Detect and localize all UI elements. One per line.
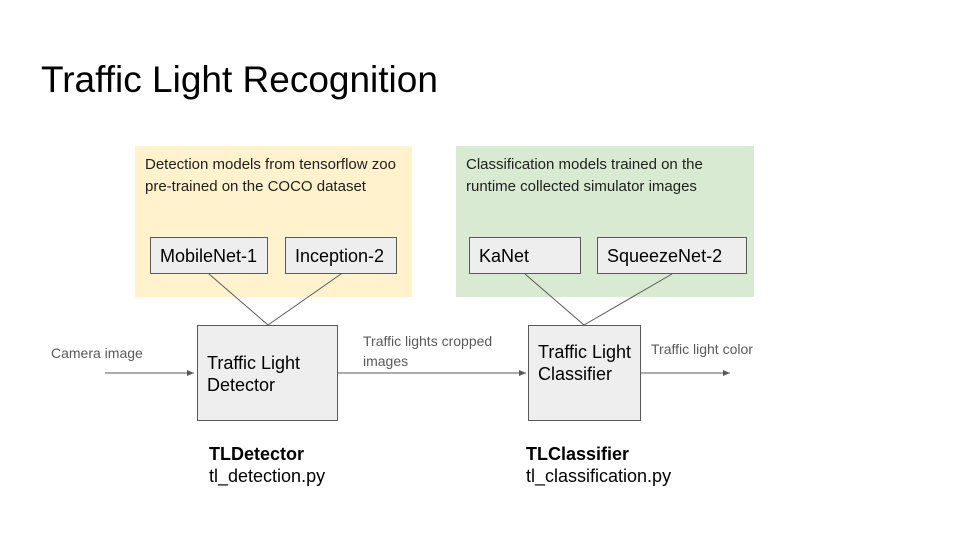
connector-kanet-to-classifier [524,273,585,326]
model-squeezenet-2: SqueezeNet-2 [597,237,747,274]
flow-output-label: Traffic light color [651,341,753,357]
model-mobilenet-1: MobileNet-1 [150,237,268,274]
connector-squeezenet-to-classifier [583,273,673,326]
model-inception-2: Inception-2 [285,237,397,274]
model-kanet: KaNet [469,237,581,274]
detector-label: Traffic Light Detector [207,353,301,395]
traffic-light-classifier-box: Traffic Light Classifier [528,325,641,421]
slide-title: Traffic Light Recognition [41,59,438,100]
flow-input-label: Camera image [51,345,143,361]
detector-component-name: TLDetector [209,444,305,464]
classifier-component-file: tl_classification.py [526,466,672,486]
classification-group-caption: Classification models trained on the run… [466,156,703,195]
detection-group-caption: Detection models from tensorflow zoo pre… [145,156,396,195]
connector-inception-to-detector [267,273,342,326]
connector-mobilenet-to-detector [208,273,269,326]
flow-intermediate-label: Traffic lights cropped images [363,333,493,369]
traffic-light-detector-box: Traffic Light Detector [197,325,338,421]
classifier-label: Traffic Light Classifier [538,342,632,384]
classifier-component-name: TLClassifier [526,444,630,464]
detector-component-file: tl_detection.py [209,466,326,486]
